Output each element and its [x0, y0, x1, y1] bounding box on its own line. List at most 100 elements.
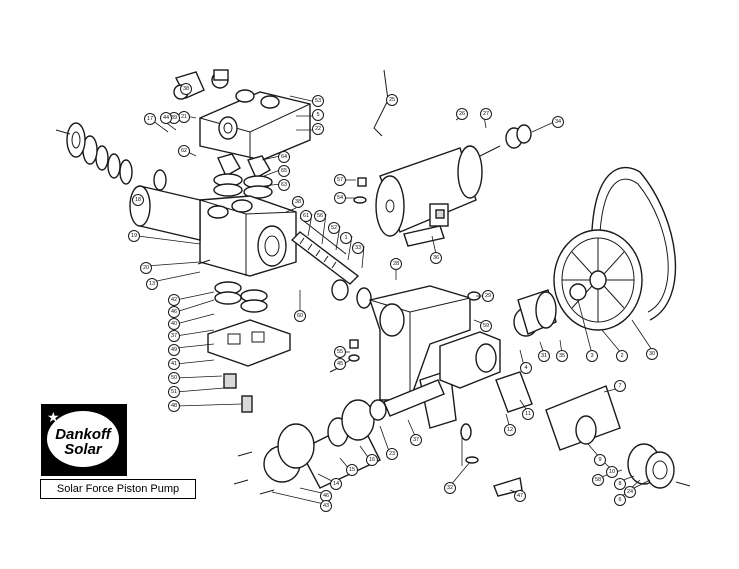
callout-number: 27: [483, 111, 489, 117]
callout-60: 60: [294, 310, 306, 322]
callout-32: 32: [444, 482, 456, 494]
callout-33: 33: [352, 242, 364, 254]
callout-number: 58: [595, 477, 601, 483]
callout-number: 52: [331, 225, 337, 231]
callout-20: 20: [140, 262, 152, 274]
callout-3: 3: [586, 350, 598, 362]
callout-number: 4: [524, 365, 527, 371]
callout-number: 16: [369, 457, 375, 463]
callout-number: 23: [389, 451, 395, 457]
callout-number: 31: [541, 353, 547, 359]
callout-circle: [538, 350, 550, 362]
callout-number: 44: [163, 115, 169, 121]
callout-number: 18: [135, 197, 141, 203]
callout-number: 19: [131, 233, 137, 239]
crosshead-housing: [439, 289, 557, 413]
callout-6: 6: [614, 494, 626, 506]
callout-number: 54: [337, 195, 343, 201]
callout-55: 55: [334, 346, 346, 358]
callout-number: 37: [413, 437, 419, 443]
callout-circle: [330, 478, 342, 490]
callout-18: 18: [132, 194, 144, 206]
callout-circle: [178, 145, 190, 157]
callout-circle: [444, 482, 456, 494]
callout-circle: [168, 358, 180, 370]
callout-49: 49: [168, 344, 180, 356]
callout-28: 28: [390, 258, 402, 270]
callout-53: 53: [312, 95, 324, 107]
callout-61: 61: [300, 210, 312, 222]
callout-number: 60: [297, 313, 303, 319]
callout-63: 63: [278, 179, 290, 191]
callout-59: 59: [480, 320, 492, 332]
callout-38: 38: [292, 196, 304, 208]
callout-circle: [278, 179, 290, 191]
callout-34: 34: [552, 116, 564, 128]
piston-rod-assembly: [290, 217, 372, 309]
callout-30: 30: [646, 348, 658, 360]
callout-circle: [334, 346, 346, 358]
callout-circle: [334, 192, 346, 204]
callout-46: 46: [168, 306, 180, 318]
callout-number: 36: [433, 255, 439, 261]
callout-circle: [592, 474, 604, 486]
callout-circle: [594, 454, 606, 466]
callout-42: 42: [168, 294, 180, 306]
callout-number: 49: [171, 347, 177, 353]
callout-number: 21: [181, 114, 187, 120]
callout-number: 17: [147, 116, 153, 122]
callout-circle: [168, 318, 180, 330]
callout-number: 25: [389, 97, 395, 103]
callout-circle: [586, 350, 598, 362]
callout-number: 62: [181, 148, 187, 154]
callout-number: 51: [171, 389, 177, 395]
callout-circle: [168, 372, 180, 384]
callout-circle: [292, 196, 304, 208]
callout-number: 20: [143, 265, 149, 271]
callout-circle: [430, 252, 442, 264]
callout-58: 58: [592, 474, 604, 486]
pulley-and-belt: [553, 166, 677, 331]
callout-number: 1: [344, 235, 347, 241]
callout-number: 50: [171, 375, 177, 381]
callout-circle: [514, 490, 526, 502]
callout-number: 6: [618, 497, 621, 503]
callout-number: 57: [337, 177, 343, 183]
fasteners: [197, 259, 481, 495]
callout-number: 29: [485, 293, 491, 299]
callout-circle: [320, 500, 332, 512]
callout-50: 50: [168, 372, 180, 384]
callout-circle: [278, 151, 290, 163]
callout-number: 30: [649, 351, 655, 357]
right-cylinder: [545, 385, 691, 489]
upper-valve-head: [173, 69, 311, 161]
callout-number: 8: [618, 481, 621, 487]
sun-icon: ★: [47, 409, 60, 425]
logo-line-2: Solar: [64, 441, 102, 458]
callout-16: 16: [366, 454, 378, 466]
callout-29: 29: [482, 290, 494, 302]
callout-12: 12: [504, 424, 516, 436]
dankoff-solar-logo: ★ Dankoff Solar: [41, 404, 127, 476]
callout-number: 9: [598, 457, 601, 463]
callout-40: 40: [168, 318, 180, 330]
pump-body: [199, 195, 297, 277]
callout-number: 37: [171, 333, 177, 339]
callout-52: 52: [328, 222, 340, 234]
callout-36: 36: [430, 252, 442, 264]
callout-27: 27: [480, 108, 492, 120]
callout-circle: [334, 174, 346, 186]
callout-circle: [140, 262, 152, 274]
callout-circle: [168, 344, 180, 356]
callout-number: 56: [317, 213, 323, 219]
callout-43: 43: [320, 500, 332, 512]
callout-circle: [352, 242, 364, 254]
callout-circle: [168, 400, 180, 412]
callout-37: 37: [410, 434, 422, 446]
callout-5: 5: [312, 109, 324, 121]
callout-circle: [480, 320, 492, 332]
callout-circle: [346, 464, 358, 476]
callout-number: 40: [171, 321, 177, 327]
crankshaft-assembly: [263, 379, 523, 497]
